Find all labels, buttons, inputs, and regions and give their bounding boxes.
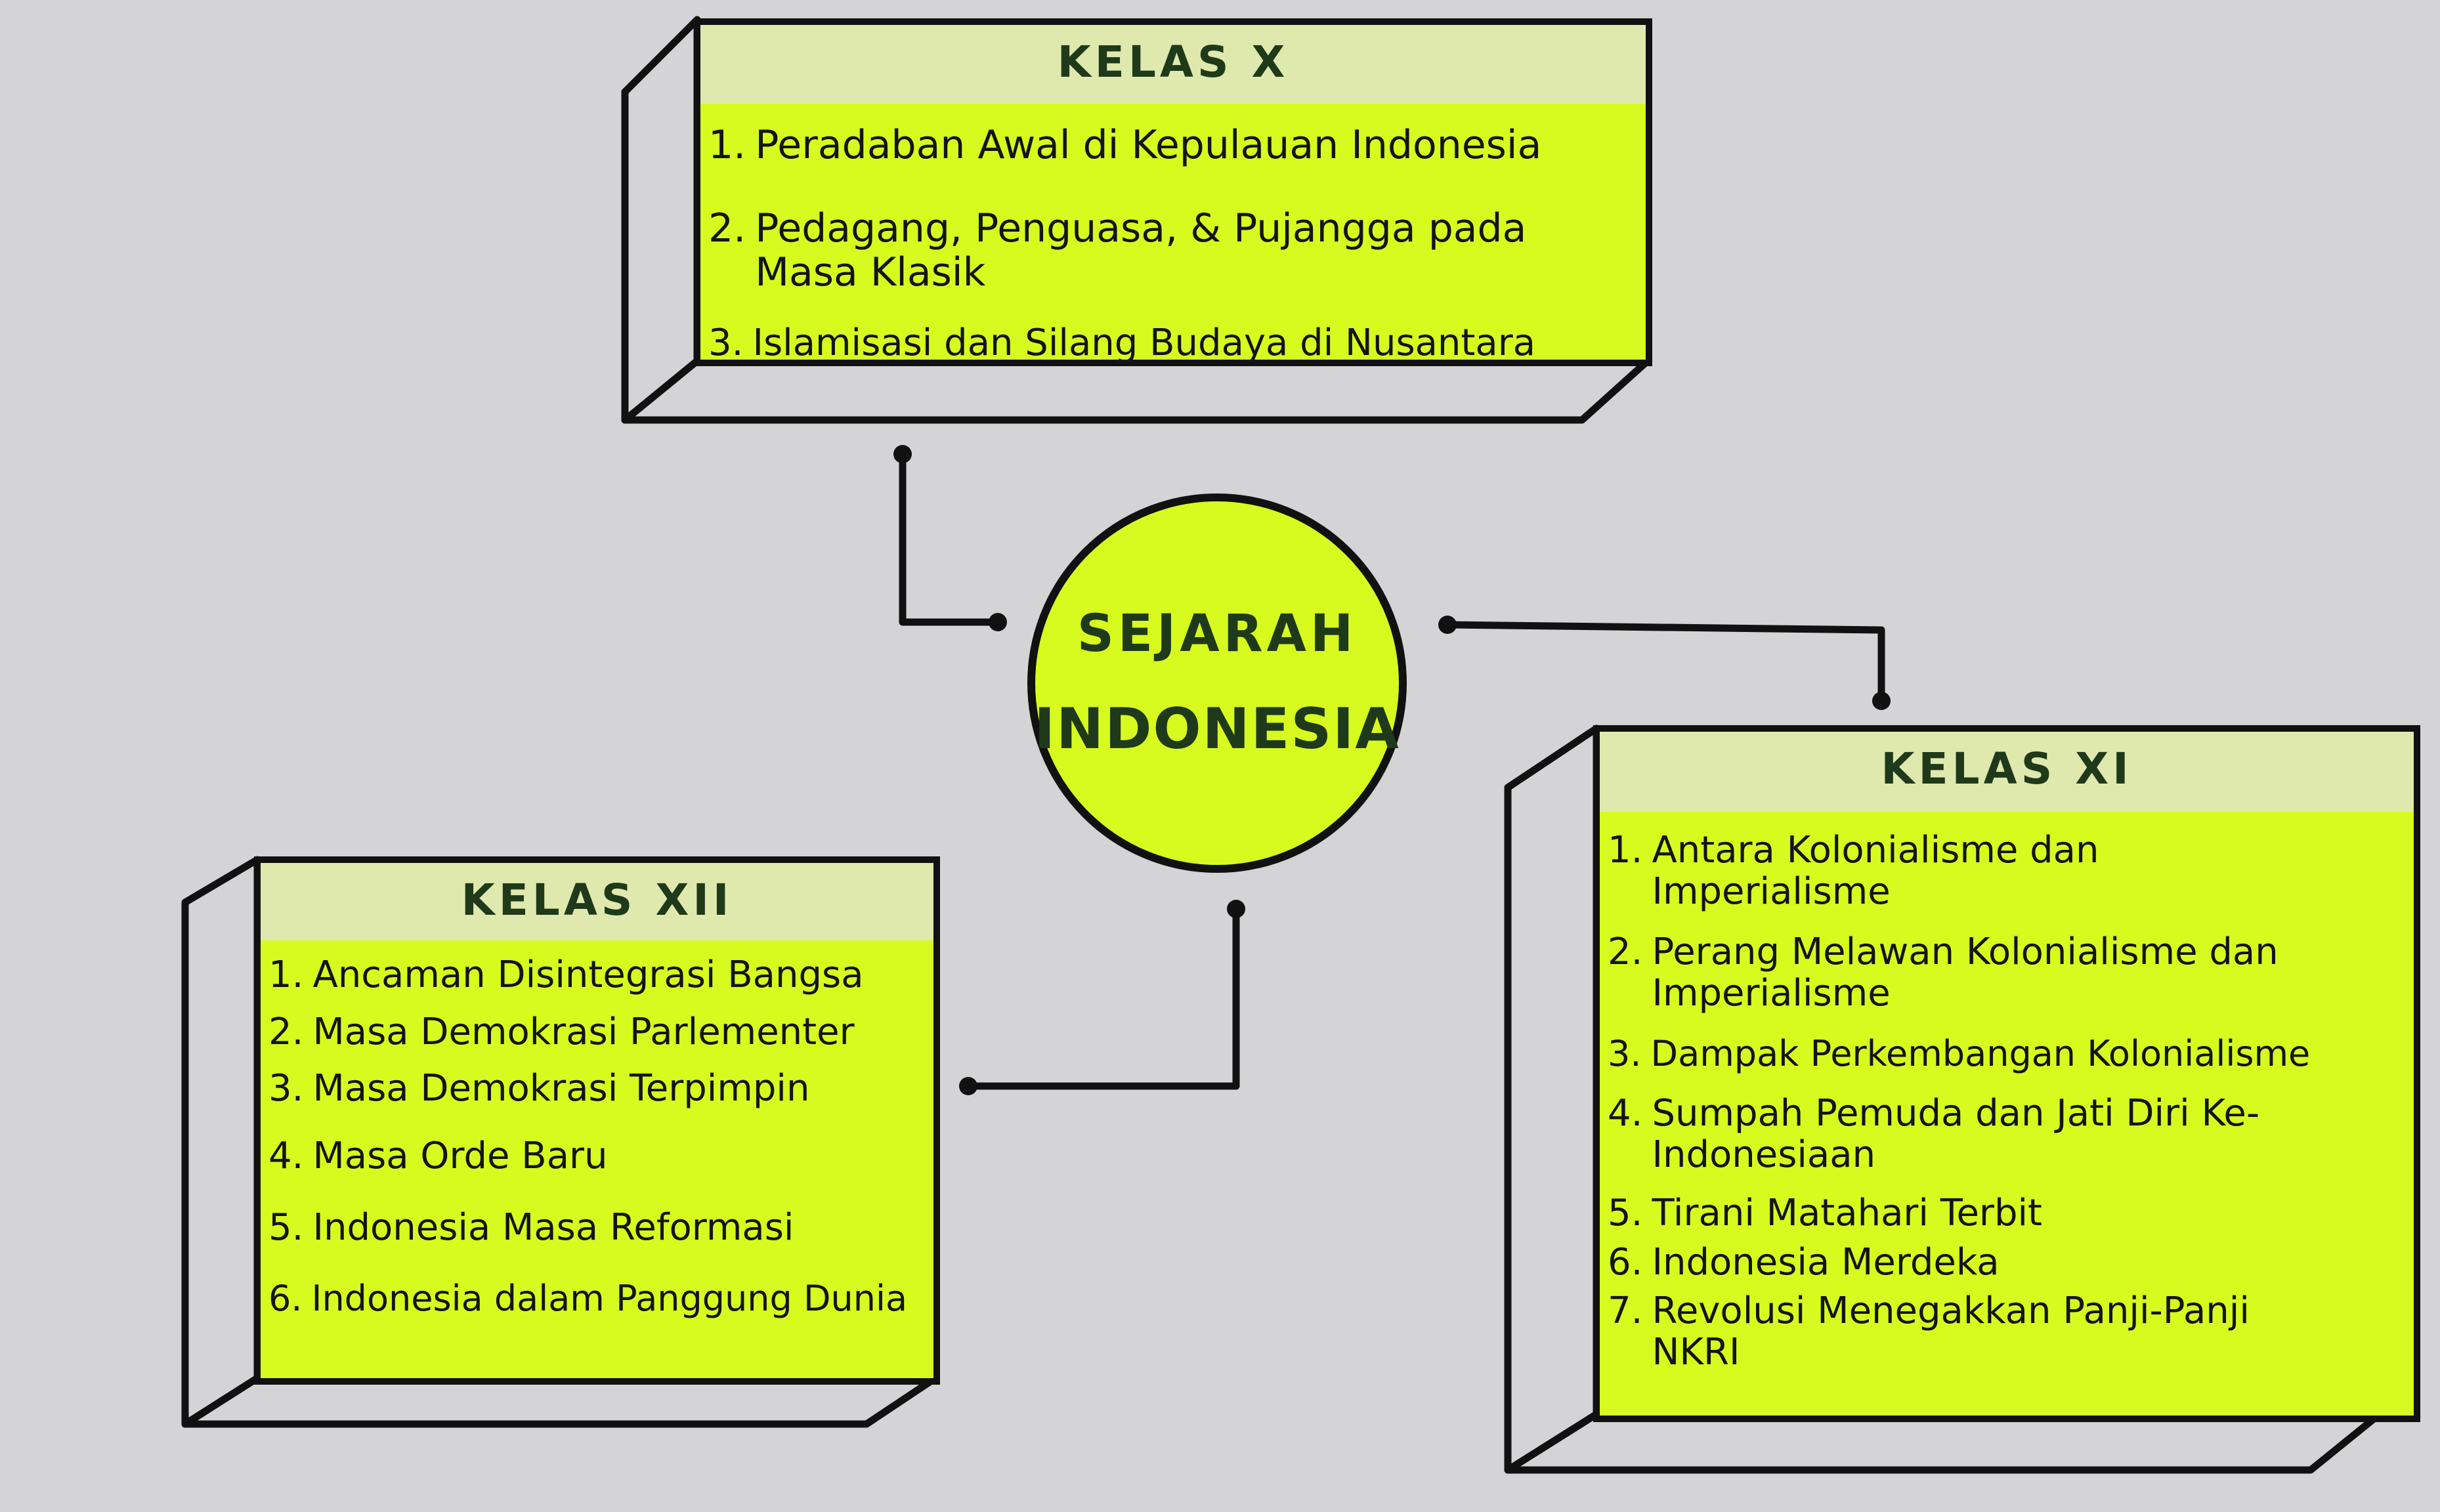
list-item: 1. Peradaban Awal di Kepulauan Indonesia — [708, 123, 1633, 167]
connector-dot — [1227, 900, 1245, 918]
list-item-number: 3. — [1608, 1032, 1642, 1074]
list-item-number: 3. — [268, 1067, 304, 1110]
list-item-number: 6. — [1608, 1240, 1643, 1284]
center-node: SEJARAH INDONESIA — [1027, 494, 1407, 873]
list-item-number: 2. — [1608, 931, 1643, 974]
kelas-x-list-area: 1. Peradaban Awal di Kepulauan Indonesia… — [700, 104, 1646, 363]
list-item-number: 7. — [1608, 1290, 1643, 1333]
list-item-text: Tirani Matahari Terbit — [1652, 1191, 2042, 1234]
list-item: 6. Indonesia dalam Panggung Dunia — [268, 1277, 920, 1319]
connector-kelas-x — [899, 450, 1002, 626]
list-item-text: Ancaman Disintegrasi Bangsa — [312, 954, 864, 996]
list-item: 2. Masa Demokrasi Parlementer — [268, 1010, 920, 1053]
connector-dot — [1872, 692, 1891, 710]
list-item: 1. Ancaman Disintegrasi Bangsa — [268, 954, 920, 996]
list-item-text: Masa Demokrasi Terpimpin — [312, 1067, 810, 1110]
center-title-line2: INDONESIA — [1034, 696, 1400, 762]
connector-dot — [893, 445, 912, 463]
list-item-text: Islamisasi dan Silang Budaya di Nusantar… — [752, 321, 1536, 364]
list-item-number: 2. — [268, 1010, 304, 1053]
list-item: 3. Dampak Perkembangan Kolonialisme — [1608, 1034, 2401, 1074]
kelas-xii-list: 1. Ancaman Disintegrasi Bangsa 2. Masa D… — [268, 954, 920, 1319]
list-item-number: 3. — [708, 321, 744, 364]
list-item-number: 6. — [268, 1277, 303, 1319]
connector-dot — [1438, 616, 1457, 634]
list-item-number: 2. — [708, 205, 746, 252]
list-item-text: Peradaban Awal di Kepulauan Indonesia — [755, 122, 1542, 168]
list-item-number: 5. — [1608, 1191, 1643, 1234]
list-item: 4. Sumpah Pemuda dan Jati Diri Ke-Indone… — [1608, 1093, 2401, 1175]
center-title-line1: SEJARAH — [1077, 604, 1358, 663]
kelas-x-box: KELAS X 1. Peradaban Awal di Kepulauan I… — [694, 18, 1652, 366]
list-item: 3. Masa Demokrasi Terpimpin — [268, 1068, 920, 1110]
kelas-x-title: KELAS X — [1057, 37, 1289, 87]
list-item: 4. Masa Orde Baru — [268, 1135, 920, 1178]
list-item: 5. Indonesia Masa Reformasi — [268, 1206, 920, 1249]
list-item-text: Indonesia dalam Panggung Dunia — [311, 1277, 908, 1319]
list-item-text: Masa Orde Baru — [312, 1135, 608, 1178]
list-item-text: Pedagang, Penguasa, & Pujangga pada Masa… — [755, 205, 1527, 296]
list-item-number: 5. — [268, 1206, 304, 1249]
list-item: 3. Islamisasi dan Silang Budaya di Nusan… — [708, 321, 1633, 364]
kelas-xi-list: 1. Antara Kolonialisme dan Imperialisme … — [1608, 830, 2401, 1374]
list-item-number: 4. — [1608, 1092, 1643, 1135]
list-item-text: Dampak Perkembangan Kolonialisme — [1650, 1032, 2311, 1074]
list-item: 2. Perang Melawan Kolonialisme dan Imper… — [1608, 931, 2401, 1015]
kelas-xi-list-area: 1. Antara Kolonialisme dan Imperialisme … — [1600, 812, 2414, 1416]
list-item: 5. Tirani Matahari Terbit — [1608, 1191, 2401, 1234]
list-item: 7. Revolusi Menegakkan Panji-Panji NKRI — [1608, 1290, 2401, 1374]
list-item-number: 1. — [1608, 829, 1643, 872]
list-item-text: Perang Melawan Kolonialisme dan Imperial… — [1652, 931, 2279, 1015]
list-item-text: Indonesia Masa Reformasi — [312, 1206, 794, 1249]
list-item-number: 4. — [268, 1135, 304, 1178]
kelas-x-list: 1. Peradaban Awal di Kepulauan Indonesia… — [708, 123, 1633, 364]
kelas-xi-title: KELAS XI — [1881, 744, 2133, 794]
kelas-xii-list-area: 1. Ancaman Disintegrasi Bangsa 2. Masa D… — [261, 940, 933, 1378]
kelas-xi-box: KELAS XI 1. Antara Kolonialisme dan Impe… — [1593, 725, 2420, 1422]
list-item-text: Sumpah Pemuda dan Jati Diri Ke-Indonesia… — [1652, 1092, 2260, 1177]
list-item: 2. Pedagang, Penguasa, & Pujangga pada M… — [708, 205, 1633, 296]
list-item-text: Antara Kolonialisme dan Imperialisme — [1652, 829, 2099, 913]
list-item-number: 1. — [268, 954, 304, 996]
connector-dot — [959, 1077, 977, 1095]
connector-kelas-xii — [964, 905, 1240, 1090]
kelas-xii-title: KELAS XII — [461, 875, 733, 925]
list-item-text: Indonesia Merdeka — [1652, 1240, 2000, 1284]
connector-dot — [989, 613, 1007, 631]
list-item-number: 1. — [708, 122, 746, 168]
list-item: 6. Indonesia Merdeka — [1608, 1242, 2401, 1284]
list-item-text: Revolusi Menegakkan Panji-Panji NKRI — [1652, 1290, 2250, 1374]
connector-kelas-xi — [1444, 621, 1885, 705]
list-item-text: Masa Demokrasi Parlementer — [312, 1010, 855, 1053]
kelas-xii-box: KELAS XII 1. Ancaman Disintegrasi Bangsa… — [254, 856, 940, 1385]
list-item: 1. Antara Kolonialisme dan Imperialisme — [1608, 830, 2401, 912]
